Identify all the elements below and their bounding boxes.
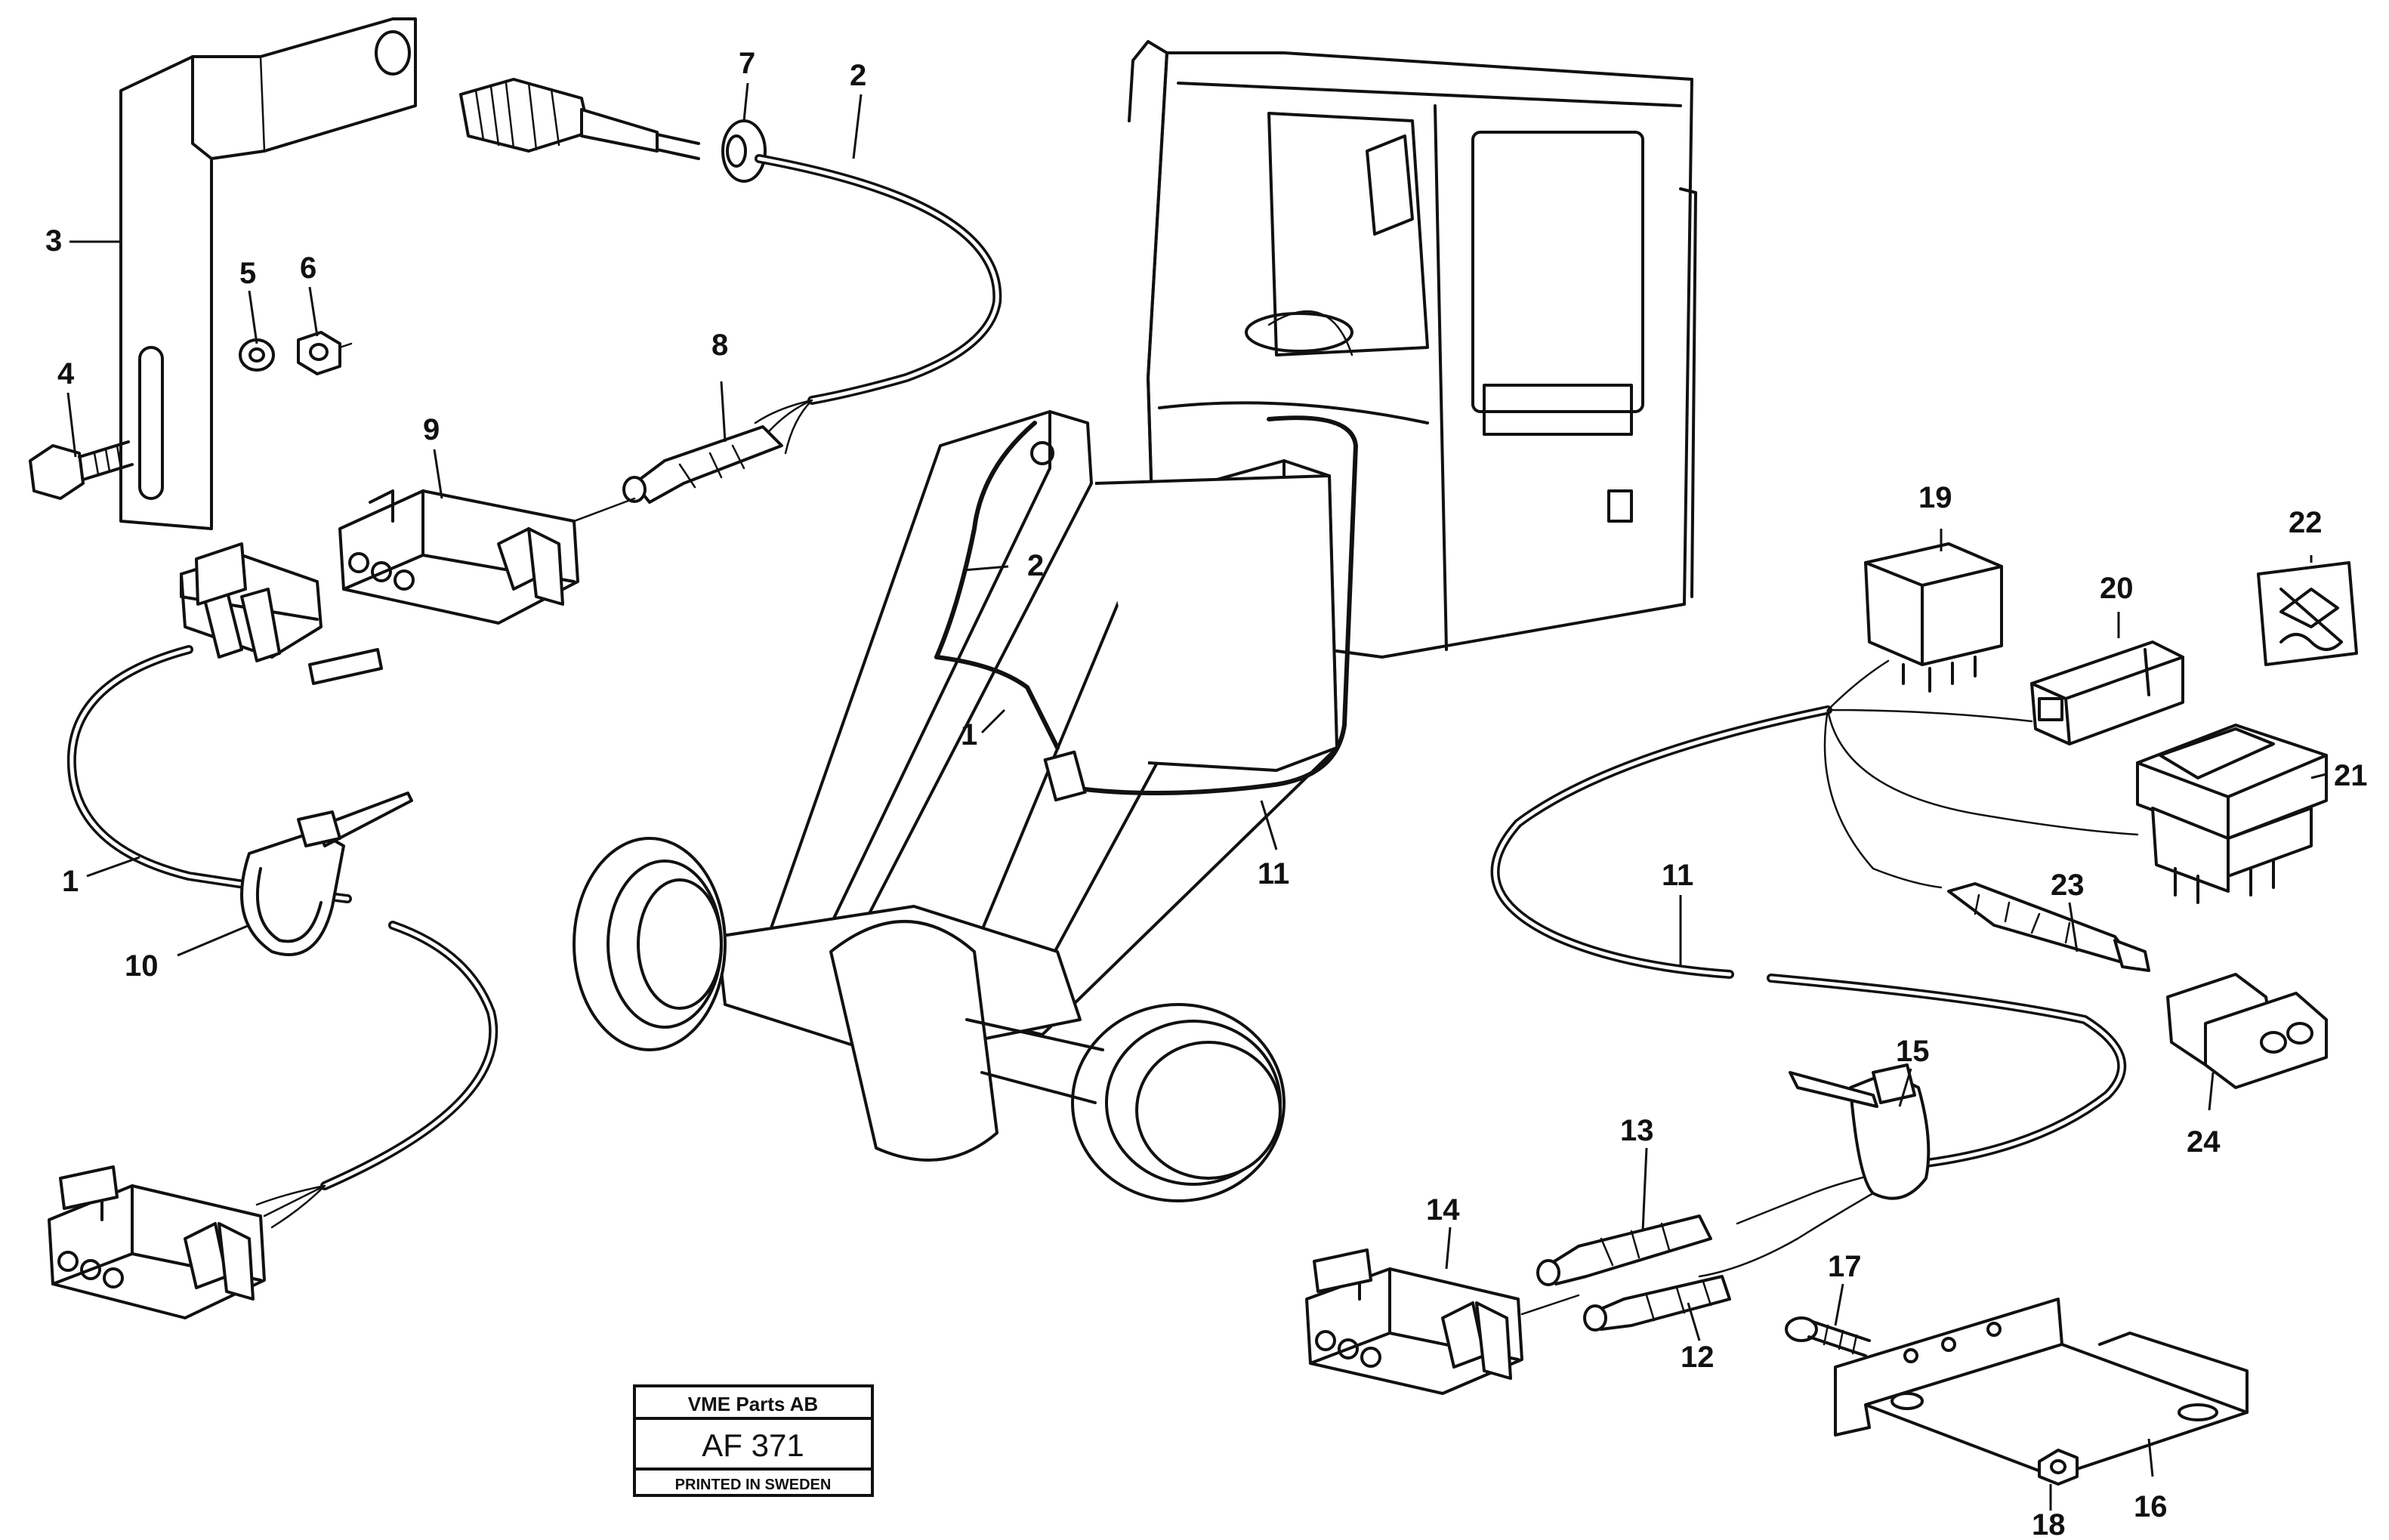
callout-6: 6 (300, 252, 316, 285)
cable-tie-part-10 (240, 792, 413, 956)
terminal-part-8 (622, 425, 783, 504)
callout-14: 14 (1426, 1193, 1460, 1227)
machine-lift-arms (761, 410, 1338, 1036)
cable-part-11 (1490, 659, 2139, 1278)
switch-part-21 (2136, 724, 2328, 904)
callout-17: 17 (1828, 1250, 1862, 1283)
callout-9: 9 (423, 413, 440, 446)
bracket-part-16 (1834, 1298, 2249, 1478)
callout-1-machine: 1 (961, 718, 977, 751)
grommet-part-7 (721, 119, 767, 183)
callout-20: 20 (2100, 572, 2134, 605)
callout-21: 21 (2334, 759, 2368, 792)
screw-part-17 (1785, 1316, 1871, 1357)
bolt-part-4 (29, 440, 134, 500)
callout-2-top: 2 (850, 59, 866, 92)
nut-part-18 (2038, 1449, 2079, 1486)
callout-24: 24 (2187, 1125, 2221, 1159)
connector-lower-left (48, 1165, 266, 1319)
cable-part-2 (754, 154, 1002, 455)
connector-upper-left (180, 542, 383, 685)
sensor-body (459, 78, 700, 160)
connector-part-14 (1305, 1248, 1580, 1395)
terminal-part-23 (1947, 882, 2150, 972)
terminal-part-12 (1583, 1275, 1731, 1332)
callout-1-left: 1 (62, 865, 79, 898)
terminal-part-13 (1536, 1214, 1712, 1286)
nut-part-6 (297, 331, 353, 375)
connector-part-9 (338, 489, 636, 625)
callout-11-right: 11 (1662, 859, 1693, 892)
washer-part-5 (239, 338, 275, 372)
bracket-part-3 (119, 17, 417, 530)
stamp-printed: PRINTED IN SWEDEN (675, 1477, 832, 1493)
relay-part-19 (1864, 542, 2003, 693)
callout-5: 5 (239, 257, 256, 290)
callout-23: 23 (2051, 869, 2085, 902)
callout-18: 18 (2032, 1508, 2066, 1540)
callout-2-machine: 2 (1027, 549, 1044, 582)
plug-part-20 (2030, 640, 2184, 745)
callout-10: 10 (125, 949, 159, 983)
callout-3: 3 (45, 224, 62, 258)
cable-tie-part-15 (1789, 1063, 1931, 1200)
label-part-22 (2257, 561, 2358, 666)
machine-wiring (934, 415, 1358, 802)
machine-axle (573, 837, 1286, 1202)
callout-4: 4 (57, 357, 75, 390)
stamp-company: VME Parts AB (688, 1393, 818, 1415)
callout-numbers: 3 4 5 6 7 2 8 9 1 10 2 1 11 11 19 20 22 … (45, 47, 2368, 1540)
leader-lines (66, 82, 2327, 1511)
callout-11-machine: 11 (1258, 857, 1289, 890)
callout-8: 8 (711, 329, 728, 362)
stamp-box: VME Parts AB AF 371 PRINTED IN SWEDEN (633, 1384, 874, 1497)
callout-12: 12 (1681, 1341, 1715, 1374)
callout-22: 22 (2289, 506, 2323, 539)
callout-19: 19 (1918, 481, 1952, 514)
callout-15: 15 (1896, 1035, 1930, 1068)
callout-13: 13 (1620, 1114, 1654, 1147)
connector-part-24 (2166, 973, 2328, 1089)
callout-7: 7 (739, 47, 755, 80)
callout-16: 16 (2134, 1490, 2168, 1523)
stamp-code: AF 371 (702, 1427, 804, 1463)
